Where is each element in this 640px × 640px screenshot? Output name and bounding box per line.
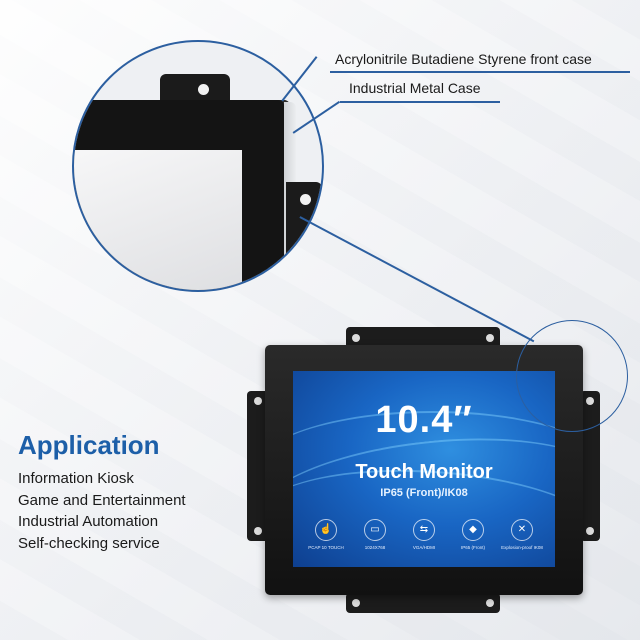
mount-hole [486,599,494,607]
touch-icon: ☝ [315,519,337,541]
mount-hole [586,527,594,535]
usb-icon: ⇆ [413,519,435,541]
mount-bracket-bottom [346,593,500,613]
application-item: Information Kiosk [18,470,134,487]
mount-hole [352,334,360,342]
zoom-source-circle [516,320,628,432]
application-title: Application [18,430,160,460]
product-spec: IP65 (Front)/IK08 [380,487,468,499]
screen-wave [293,411,555,533]
feature-waterproof: ◆ IP65 (Front) [450,519,496,550]
mount-bracket-top [346,327,500,349]
feature-resolution: ▭ 1024X768 [352,519,398,550]
explosion-proof-icon: ✕ [511,519,533,541]
screen-size-label: 10.4″ [375,399,473,441]
bracket-hole [300,194,311,205]
mount-hole [352,599,360,607]
callout-metal-text: Industrial Metal Case [349,80,481,96]
mount-hole [254,527,262,535]
product-name: Touch Monitor [355,461,493,483]
monitor-display: 10.4″ Touch Monitor IP65 (Front)/IK08 ☝ … [293,371,555,567]
mount-bracket-left [247,391,269,541]
application-item: Industrial Automation [18,513,159,530]
application-list: Information Kiosk Game and Entertainment… [18,468,186,554]
resolution-icon: ▭ [364,519,386,541]
touch-monitor: 10.4″ Touch Monitor IP65 (Front)/IK08 ☝ … [265,345,583,595]
application-item: Game and Entertainment [18,491,186,509]
feature-icons-row: ☝ PCAP 10 TOUCH ▭ 1024X768 ⇆ VGA/HDMI ◆ … [303,519,545,550]
mount-hole [486,334,494,342]
mount-hole [254,397,262,405]
application-item: Self-checking service [18,534,160,552]
screen-detail [74,150,242,290]
callout-line-metal [340,101,500,103]
bracket-hole [198,84,209,95]
feature-explosion-proof: ✕ Explosion-proof IK08 [499,519,545,550]
feature-usb: ⇆ VGA/HDMI [401,519,447,550]
callout-line-abs [330,71,630,73]
callout-abs-text: Acrylonitrile Butadiene Styrene front ca… [335,51,592,67]
feature-touch: ☝ PCAP 10 TOUCH [303,519,349,550]
waterproof-icon: ◆ [462,519,484,541]
zoom-detail-circle [72,40,324,292]
